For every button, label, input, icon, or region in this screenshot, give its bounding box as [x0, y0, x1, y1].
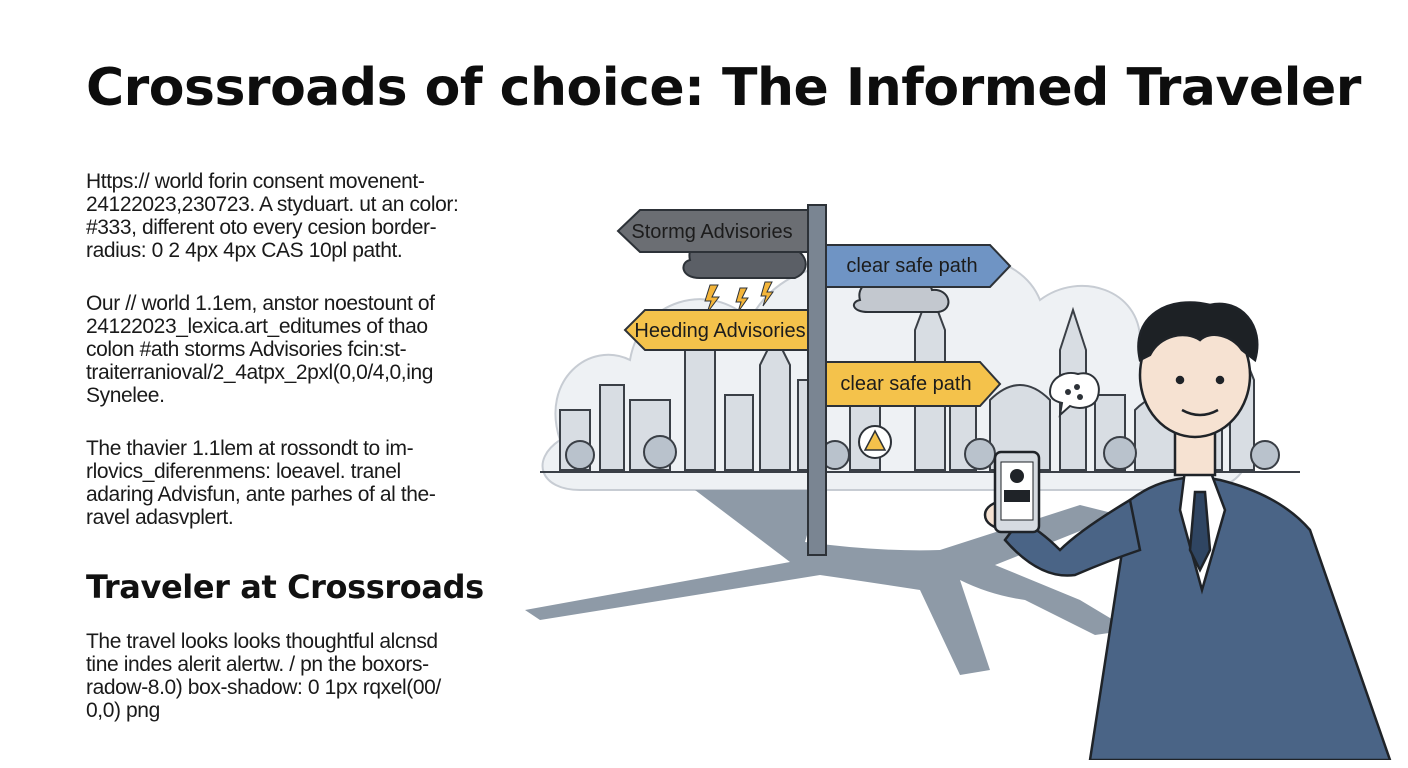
intro-column: Https:// world forin consent movenent-24…: [86, 170, 466, 559]
traveler-figure: [983, 301, 1392, 760]
sign-heeding-advisories: Heeding Advisories: [623, 309, 809, 351]
trees: [565, 435, 1280, 470]
sign-storm-label: Stormg Advisories: [631, 221, 792, 243]
signpost-pole: [807, 204, 827, 556]
section-heading: Traveler at Crossroads: [86, 568, 484, 606]
lightning-icon: [704, 281, 774, 314]
paragraph-1: Https:// world forin consent movenent-24…: [86, 170, 459, 262]
sign-clear-bottom: clear safe path: [825, 361, 1002, 407]
sign-storm-advisories: Stormg Advisories: [616, 209, 809, 253]
crossroads-illustration: Stormg Advisories clear safe path Heedin…: [525, 204, 1392, 760]
sign-clear-top: clear safe path: [825, 244, 1012, 288]
phone-icon: [993, 450, 1041, 534]
paragraph-2: Our // world 1.1em, anstor noestount of …: [86, 292, 435, 407]
crossroads-road: [525, 490, 1130, 675]
paragraph-3: The thavier 1.1lem at rossondt to im-rlo…: [86, 437, 436, 529]
page-title: Crossroads of choice: The Informed Trave…: [86, 58, 1361, 118]
paragraph-4: The travel looks looks thoughtful alcnsd…: [86, 630, 441, 722]
sign-clear-bottom-label: clear safe path: [840, 373, 971, 395]
sign-clear-top-label: clear safe path: [846, 255, 977, 277]
warning-icon: [858, 425, 892, 459]
sign-heeding-label: Heeding Advisories: [634, 320, 805, 342]
chat-bubble-icon: [1048, 372, 1100, 418]
